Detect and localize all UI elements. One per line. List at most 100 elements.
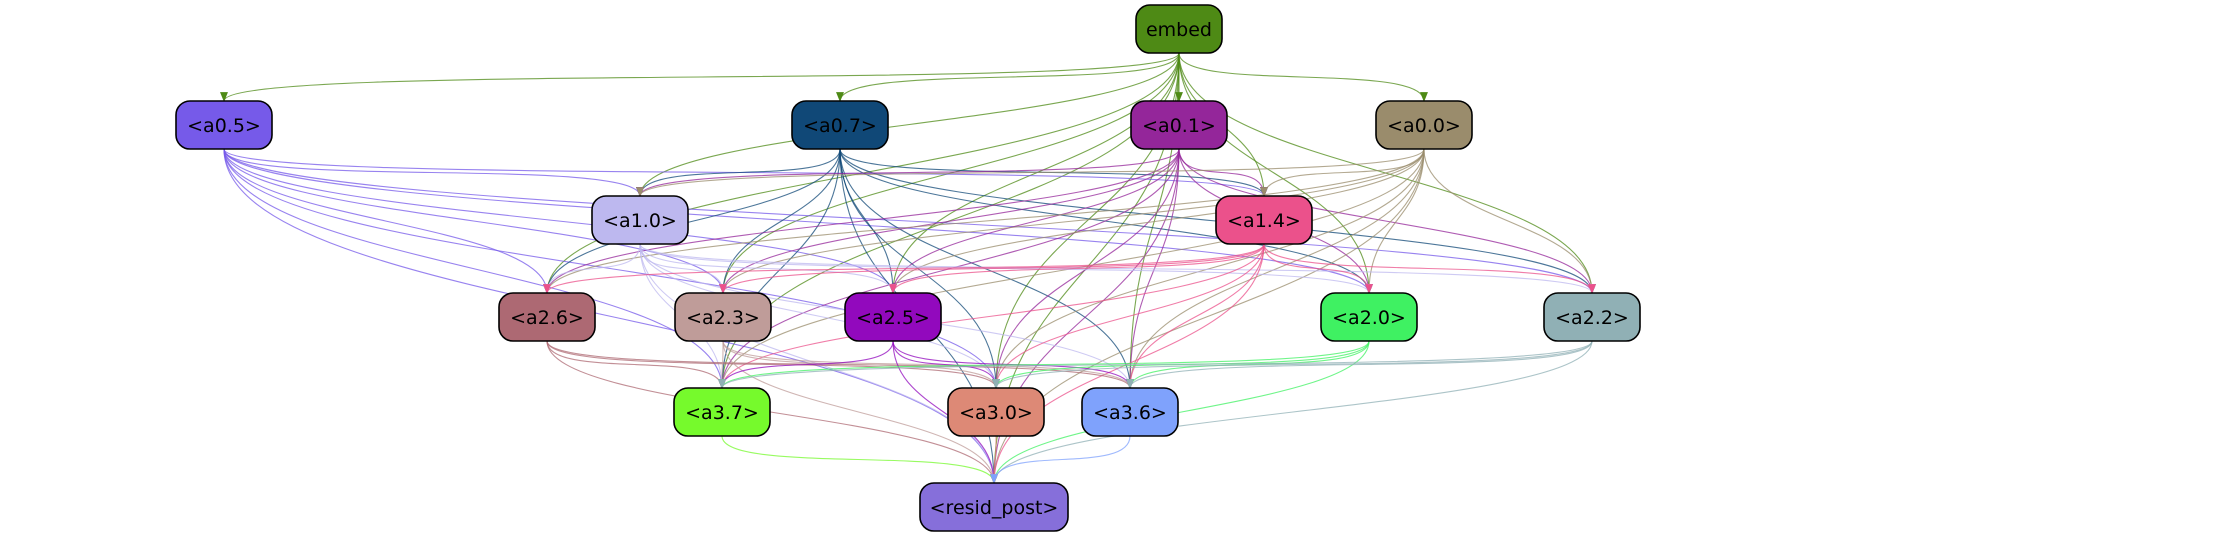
node-a2-0[interactable]: <a2.0> <box>1320 292 1418 342</box>
node-box <box>673 387 771 437</box>
edge-a1_0-to-a2_6 <box>543 243 641 294</box>
edge-a2_0-to-a3_7 <box>718 340 1370 389</box>
node-box <box>498 292 596 342</box>
edge-a0_0-to-a2_6 <box>543 148 1425 294</box>
edge-a0_1-to-a2_5 <box>889 148 1180 294</box>
edge-a2_5-to-resid_post <box>892 340 998 484</box>
edge-a2_2-to-a3_6 <box>1126 340 1593 389</box>
edge-a0_5-to-a2_6 <box>223 148 551 294</box>
edge-a2_0-to-resid_post <box>990 340 1370 484</box>
edge-a0_1-to-a1_0 <box>636 148 1180 197</box>
edge-a0_0-to-a1_0 <box>636 148 1425 197</box>
edge-a1_0-to-a2_5 <box>639 243 897 294</box>
node-label: <resid_post> <box>930 497 1059 519</box>
node-label: <a2.2> <box>1555 307 1629 329</box>
node-a3-6[interactable]: <a3.6> <box>1081 387 1179 437</box>
edge-a1_4-to-a2_5 <box>889 243 1265 294</box>
node-label: <a0.0> <box>1387 115 1461 137</box>
edge-a0_0-to-a3_6 <box>1126 148 1425 389</box>
node-resid-post[interactable]: <resid_post> <box>919 482 1069 532</box>
edge-a2_2-to-resid_post <box>990 340 1593 484</box>
node-box <box>791 100 889 150</box>
node-label: <a1.0> <box>603 210 677 232</box>
node-box <box>1320 292 1418 342</box>
edge-a1_4-to-a2_2 <box>1263 243 1596 294</box>
node-a3-7[interactable]: <a3.7> <box>673 387 771 437</box>
edge-a2_3-to-a3_7 <box>718 340 726 389</box>
node-a1-0[interactable]: <a1.0> <box>591 195 689 245</box>
node-a2-6[interactable]: <a2.6> <box>498 292 596 342</box>
edge-a0_0-to-a2_2 <box>1423 148 1596 294</box>
edge-a1_0-to-a3_0 <box>639 243 1000 389</box>
node-label: <a0.1> <box>1142 115 1216 137</box>
node-a2-3[interactable]: <a2.3> <box>674 292 772 342</box>
edge-a1_4-to-a2_6 <box>543 243 1265 294</box>
node-label: <a2.0> <box>1332 307 1406 329</box>
edge-a1_4-to-a3_0 <box>992 243 1265 389</box>
edge-a2_6-to-a3_6 <box>546 340 1134 389</box>
edge-a0_5-to-a2_0 <box>223 148 1373 294</box>
edge-embed-to-a0_5 <box>220 52 1180 102</box>
node-box <box>1130 100 1228 150</box>
node-a0-7[interactable]: <a0.7> <box>791 100 889 150</box>
edge-a1_4-to-a3_7 <box>718 243 1265 389</box>
node-box <box>844 292 942 342</box>
node-box <box>1135 4 1223 54</box>
edge-a1_4-to-a2_3 <box>719 243 1265 294</box>
node-box <box>591 195 689 245</box>
edge-embed-to-a1_0 <box>636 52 1180 197</box>
node-box <box>674 292 772 342</box>
edge-a1_0-to-a2_2 <box>639 243 1596 294</box>
node-label: <a1.4> <box>1227 210 1301 232</box>
edge-a0_0-to-a1_4 <box>1260 148 1425 197</box>
edge-a0_5-to-a2_2 <box>223 148 1596 294</box>
edge-a0_0-to-a2_3 <box>719 148 1425 294</box>
node-a0-1[interactable]: <a0.1> <box>1130 100 1228 150</box>
node-box <box>1375 100 1473 150</box>
node-label: <a3.6> <box>1093 402 1167 424</box>
node-a2-5[interactable]: <a2.5> <box>844 292 942 342</box>
edge-a0_1-to-a3_7 <box>718 148 1180 389</box>
edge-a0_7-to-a1_0 <box>636 148 841 197</box>
node-label: <a0.5> <box>187 115 261 137</box>
edge-embed-to-a0_0 <box>1178 52 1428 102</box>
edge-embed-to-a0_7 <box>836 52 1180 102</box>
edge-a0_1-to-a2_2 <box>1178 148 1596 294</box>
edge-a3_0-to-resid_post <box>990 435 998 484</box>
edge-a0_5-to-a3_0 <box>223 148 1000 389</box>
node-a2-2[interactable]: <a2.2> <box>1543 292 1641 342</box>
node-box <box>947 387 1045 437</box>
edge-embed-to-a2_0 <box>1178 52 1373 294</box>
node-a0-0[interactable]: <a0.0> <box>1375 100 1473 150</box>
edge-a0_5-to-a2_3 <box>223 148 727 294</box>
edge-a2_5-to-a3_7 <box>718 340 894 389</box>
edge-a3_7-to-resid_post <box>721 435 998 484</box>
edge-a2_3-to-resid_post <box>722 340 998 484</box>
edge-a0_5-to-a1_0 <box>223 148 644 197</box>
node-box <box>919 482 1069 532</box>
node-a3-0[interactable]: <a3.0> <box>947 387 1045 437</box>
node-label: <a3.0> <box>959 402 1033 424</box>
edge-a0_1-to-a2_3 <box>719 148 1180 294</box>
edge-a2_3-to-a3_0 <box>722 340 1000 389</box>
edge-a2_5-to-a3_0 <box>892 340 1000 389</box>
edge-a2_6-to-a3_7 <box>546 340 726 389</box>
node-a1-4[interactable]: <a1.4> <box>1215 195 1313 245</box>
node-label: <a0.7> <box>803 115 877 137</box>
nodes-layer: embed <a0.5> <a0.7> <a0.1> <a0.0> <a1.0> <a1.4… <box>175 4 1641 532</box>
edge-a2_2-to-a3_7 <box>718 340 1593 389</box>
edge-a0_5-to-a3_7 <box>223 148 726 389</box>
edge-a1_4-to-a2_0 <box>1263 243 1373 294</box>
node-label: embed <box>1146 19 1212 41</box>
edge-a0_1-to-a2_6 <box>543 148 1180 294</box>
node-box <box>1081 387 1179 437</box>
node-a0-5[interactable]: <a0.5> <box>175 100 273 150</box>
edge-a2_2-to-a3_0 <box>992 340 1593 389</box>
edge-a2_0-to-a3_6 <box>1126 340 1370 389</box>
node-box <box>1543 292 1641 342</box>
node-label: <a2.3> <box>686 307 760 329</box>
edge-a2_3-to-a3_6 <box>722 340 1134 389</box>
node-label: <a3.7> <box>685 402 759 424</box>
node-embed[interactable]: embed <box>1135 4 1223 54</box>
